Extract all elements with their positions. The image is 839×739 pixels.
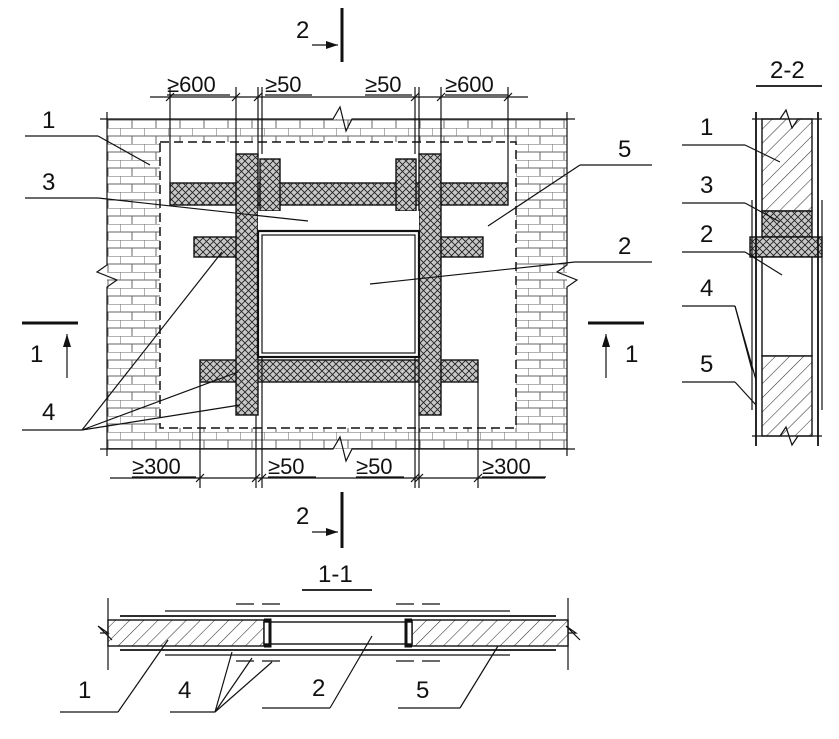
dimension-top: [150, 87, 528, 183]
strip-short-left: [259, 158, 281, 212]
strip-right-vertical: [418, 153, 442, 416]
section-2-2-callout-1: 1: [700, 114, 713, 141]
break-line-top: [100, 105, 575, 133]
callout-4: 4: [42, 399, 55, 426]
section-mark-1-right-label: 1: [625, 341, 638, 368]
section-1-1-wall-left: [107, 619, 265, 647]
section-2-2-wall-upper: [761, 118, 813, 212]
strip-top-horizontal: [169, 182, 509, 206]
callout-2: 2: [618, 233, 631, 260]
dim-top-3: ≥50: [365, 72, 402, 97]
section-mark-1-left: 1: [22, 321, 78, 378]
section-2-2-strip: [749, 236, 823, 258]
section-mark-2-top: 2: [296, 8, 344, 62]
section-1-1-title: 1-1: [318, 561, 353, 588]
opening-inner: [261, 234, 416, 354]
section-2-2-title: 2-2: [770, 57, 805, 84]
dim-top-2: ≥50: [265, 72, 302, 97]
dimension-bottom: [110, 357, 545, 488]
dim-bottom-2: ≥50: [268, 454, 305, 479]
strip-bottom-horizontal: [199, 359, 479, 383]
dim-top-4: ≥600: [445, 72, 494, 97]
section-mark-2-bottom-label: 2: [296, 503, 309, 530]
section-2-2-callout-2: 2: [700, 221, 713, 248]
section-mark-1-right: 1: [588, 321, 644, 378]
section-1-1-callout-2: 2: [312, 675, 325, 702]
main-callouts: 1 3 5 2 4: [22, 107, 652, 431]
section-mark-2-top-label: 2: [296, 17, 309, 44]
section-mark-1-left-label: 1: [30, 341, 43, 368]
section-1-1-wall-right: [411, 619, 569, 647]
break-line-right: [555, 112, 579, 456]
section-1-1-callout-1: 1: [78, 677, 91, 704]
strip-short-right: [395, 158, 417, 212]
section-2-2-callout-4: 4: [700, 275, 713, 302]
section-2-2-callout-5: 5: [700, 351, 713, 378]
section-1-1: 1-1 1 4 2 5: [60, 561, 581, 713]
dim-bottom-4: ≥300: [482, 454, 531, 479]
dim-bottom-1: ≥300: [132, 454, 181, 479]
callout-1: 1: [42, 107, 55, 134]
dim-bottom-3: ≥50: [356, 454, 393, 479]
section-2-2-callout-3: 3: [700, 172, 713, 199]
main-elevation: [95, 105, 579, 463]
section-1-1-callout-4: 4: [178, 677, 191, 704]
lintel-zone: [258, 211, 419, 231]
section-1-1-opening: [263, 621, 413, 645]
section-2-2-opening: [761, 256, 813, 357]
section-mark-2-bottom: 2: [296, 492, 344, 548]
break-line-bottom: [100, 435, 575, 463]
section-2-2: 2-2 1 3 2 4 5: [682, 57, 823, 447]
section-1-1-callout-5: 5: [416, 677, 429, 704]
break-line-left: [95, 112, 119, 456]
section-2-2-wall-lower: [761, 355, 813, 437]
strip-left-vertical: [235, 153, 259, 416]
dim-top-1: ≥600: [167, 72, 216, 97]
section-2-2-lintel: [761, 210, 813, 238]
callout-5: 5: [618, 136, 631, 163]
callout-3: 3: [42, 169, 55, 196]
